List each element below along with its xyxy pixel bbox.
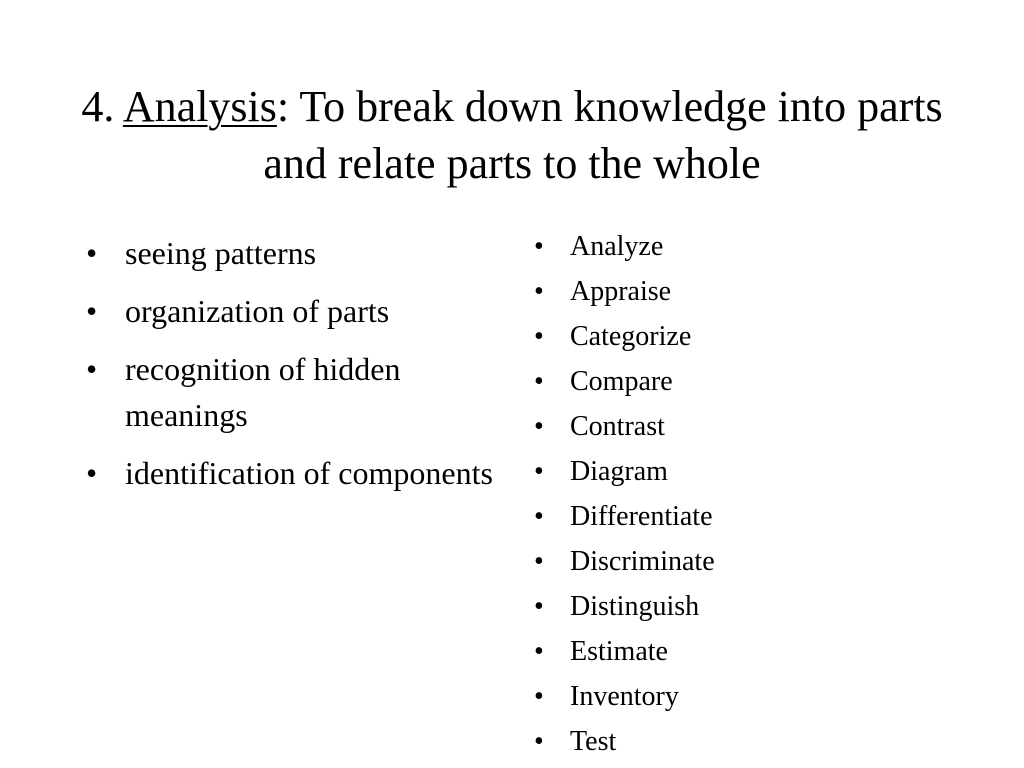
- bullet-icon: •: [534, 501, 544, 532]
- bullet-icon: •: [86, 293, 98, 329]
- bullet-icon: •: [534, 411, 544, 442]
- list-item-text: organization of parts: [125, 293, 390, 329]
- verbs-list: •Analyze •Appraise •Categorize •Compare …: [532, 224, 972, 764]
- list-item: • Discriminate: [532, 539, 972, 584]
- title-number: 4.: [81, 82, 115, 131]
- list-item: • Distinguish: [532, 584, 972, 629]
- list-item: • organization of parts: [84, 288, 494, 334]
- bullet-icon: •: [534, 456, 544, 487]
- list-item-text: Differentiate: [570, 501, 713, 532]
- bullet-icon: •: [86, 351, 98, 387]
- bullet-icon: •: [534, 231, 544, 262]
- bullet-icon: •: [534, 591, 544, 622]
- list-item: • Appraise: [532, 269, 972, 314]
- bullet-icon: •: [534, 636, 544, 667]
- bullet-icon: •: [534, 726, 544, 757]
- title-keyword: Analysis: [122, 82, 277, 131]
- bullet-icon: •: [534, 681, 544, 712]
- list-item: • seeing patterns: [84, 230, 494, 276]
- list-item-text: recognition of hidden meanings: [125, 351, 401, 433]
- list-item-text: Distinguish: [570, 591, 700, 622]
- list-item-text: identification of components: [125, 455, 493, 491]
- list-item-text: Contrast: [570, 411, 665, 442]
- list-item: • Categorize: [532, 314, 972, 359]
- list-item-text: seeing patterns: [125, 235, 317, 271]
- characteristics-list: •seeing patterns •organization of parts …: [84, 230, 494, 508]
- list-item: • Analyze: [532, 224, 972, 269]
- bullet-icon: •: [534, 366, 544, 397]
- bullet-icon: •: [86, 455, 98, 491]
- list-item-text: Discriminate: [570, 546, 715, 577]
- list-item: • Contrast: [532, 404, 972, 449]
- list-item: • Compare: [532, 359, 972, 404]
- title-rest: : To break down knowledge into parts and…: [263, 82, 943, 188]
- list-item: • Inventory: [532, 674, 972, 719]
- list-item: • identification of components: [84, 450, 494, 496]
- list-item: • recognition of hidden meanings: [84, 346, 494, 438]
- list-item-text: Diagram: [570, 456, 668, 487]
- list-item-text: Appraise: [570, 276, 672, 307]
- list-item: • Estimate: [532, 629, 972, 674]
- list-item-text: Categorize: [570, 321, 692, 352]
- list-item: • Diagram: [532, 449, 972, 494]
- list-item-text: Test: [570, 726, 617, 757]
- list-item: • Test: [532, 719, 972, 764]
- list-item: • Differentiate: [532, 494, 972, 539]
- bullet-icon: •: [534, 321, 544, 352]
- slide-title: 4. Analysis: To break down knowledge int…: [60, 78, 964, 192]
- list-item-text: Inventory: [570, 681, 679, 712]
- list-item-text: Analyze: [570, 231, 664, 262]
- bullet-icon: •: [534, 276, 544, 307]
- list-item-text: Estimate: [570, 636, 668, 667]
- bullet-icon: •: [534, 546, 544, 577]
- list-item-text: Compare: [570, 366, 673, 397]
- bullet-icon: •: [86, 235, 98, 271]
